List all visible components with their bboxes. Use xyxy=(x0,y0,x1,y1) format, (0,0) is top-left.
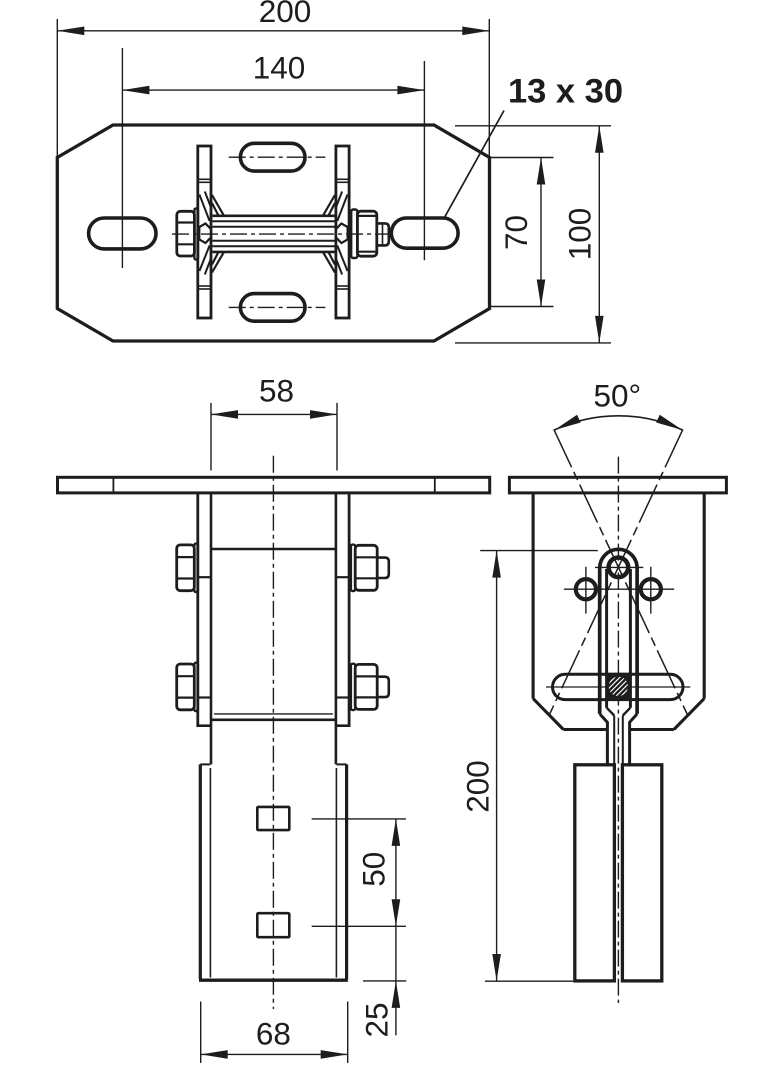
svg-text:50: 50 xyxy=(355,852,391,887)
svg-text:68: 68 xyxy=(256,1015,291,1051)
svg-text:50°: 50° xyxy=(593,378,641,414)
svg-text:100: 100 xyxy=(561,208,597,261)
svg-text:13 x 30: 13 x 30 xyxy=(508,73,623,111)
svg-text:140: 140 xyxy=(253,50,306,86)
svg-text:200: 200 xyxy=(259,0,312,29)
svg-text:58: 58 xyxy=(259,373,294,409)
svg-text:70: 70 xyxy=(498,215,534,250)
svg-text:200: 200 xyxy=(459,760,495,813)
svg-text:25: 25 xyxy=(358,1002,394,1037)
